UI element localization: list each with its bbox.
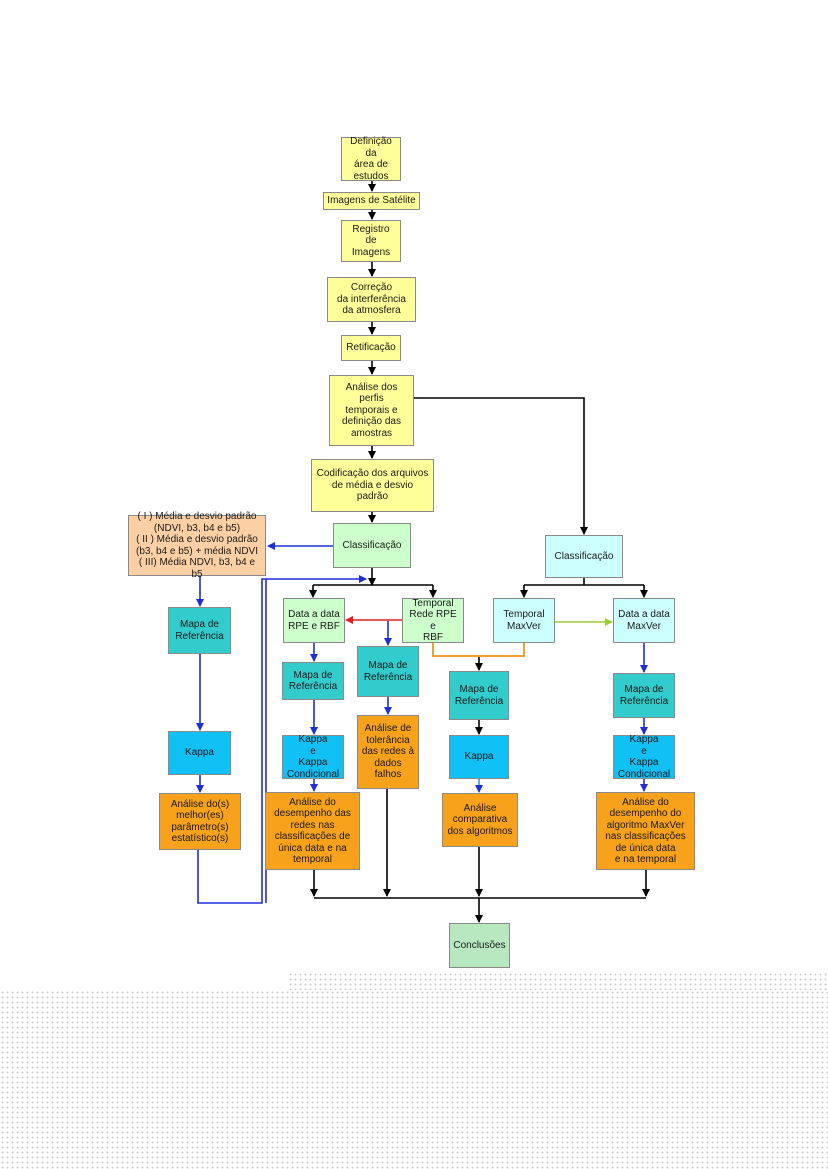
box-analise-tolerancia: Análise de tolerância das redes à dados … [357, 715, 419, 789]
box-imagens-satelite: Imagens de Satélite [323, 192, 420, 210]
box-mapa-referencia-3: Mapa de Referência [357, 646, 419, 697]
box-analise-desempenho-maxver: Análise do desempenho do algoritmo MaxVe… [596, 792, 695, 870]
box-conclusoes: Conclusões [449, 923, 510, 968]
box-mapa-referencia-5: Mapa de Referência [613, 673, 675, 718]
box-analise-comparativa: Análise comparativa dos algoritmos [442, 793, 518, 847]
box-codificacao-arquivos: Codificação dos arquivos de média e desv… [311, 459, 434, 512]
box-mapa-referencia-1: Mapa de Referência [168, 607, 231, 654]
box-mapa-referencia-2: Mapa de Referência [282, 662, 344, 700]
box-classificacao-left: Classificação [333, 523, 411, 568]
box-correcao-atmosfera: Correção da interferência da atmosfera [327, 277, 416, 322]
orange-connector [432, 643, 525, 657]
box-kappa-condicional-2: Kappa e Kappa Condicional [282, 734, 344, 780]
box-analise-melhores-parametros: Análise do(s) melhor(es) parâmetro(s) es… [159, 793, 241, 850]
blue-arrows [196, 542, 648, 904]
box-kappa-condicional-5: Kappa e Kappa Condicional [613, 734, 675, 780]
black-arrows [309, 181, 650, 923]
box-registro-imagens: Registro de Imagens [341, 220, 401, 262]
box-parametros-estatisticos: ( I ) Média e desvio padrão (NDVI, b3, b… [128, 511, 266, 580]
box-definicao-area: Definição da área de estudos [341, 136, 401, 182]
dotted-pattern-top [288, 972, 828, 990]
box-retificacao: Retificação [341, 335, 401, 361]
box-analise-perfis: Análise dos perfis temporais e definição… [329, 375, 414, 446]
dotted-pattern-background [0, 990, 828, 1169]
box-classificacao-right: Classificação [545, 535, 623, 578]
box-kappa-4: Kappa [449, 735, 509, 779]
box-temporal-maxver: Temporal MaxVer [493, 598, 555, 643]
box-data-a-data-rpe-rbf: Data a data RPE e RBF [283, 598, 345, 643]
box-kappa-1: Kappa [168, 731, 231, 775]
box-temporal-rede-rpe-rbf: Temporal Rede RPE e RBF [402, 598, 464, 643]
box-data-a-data-maxver: Data a data MaxVer [613, 598, 675, 643]
box-analise-desempenho-redes: Análise do desempenho das redes nas clas… [265, 792, 360, 870]
box-mapa-referencia-4: Mapa de Referência [449, 671, 509, 720]
